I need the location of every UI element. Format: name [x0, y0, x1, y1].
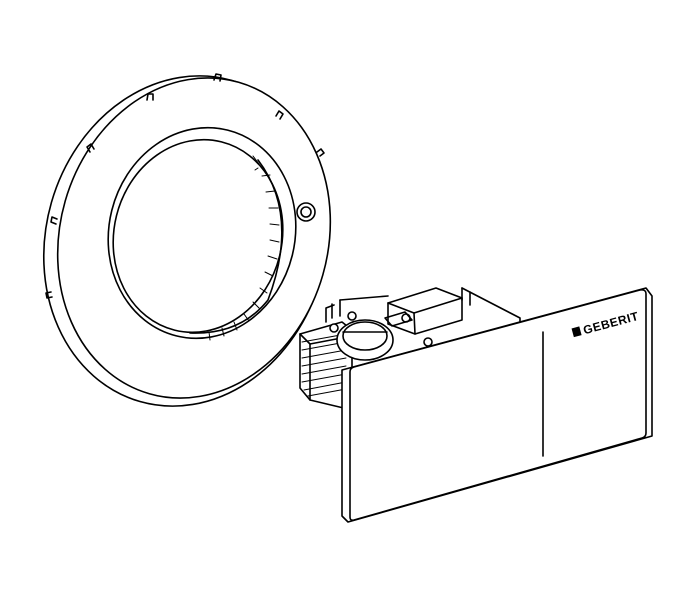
ring-screw-hole — [296, 202, 316, 222]
actuator-assembly: GEBERIT — [299, 287, 653, 523]
brand-logo-mark — [571, 326, 582, 338]
ring-outer-edge — [56, 77, 332, 399]
ring-clip-pins — [45, 73, 325, 299]
ring-thread — [189, 155, 283, 341]
actuator-plate-face — [349, 289, 647, 521]
cover-ring — [42, 73, 332, 407]
ring-opening-edge — [107, 126, 297, 340]
mechanism-valve — [329, 311, 433, 361]
